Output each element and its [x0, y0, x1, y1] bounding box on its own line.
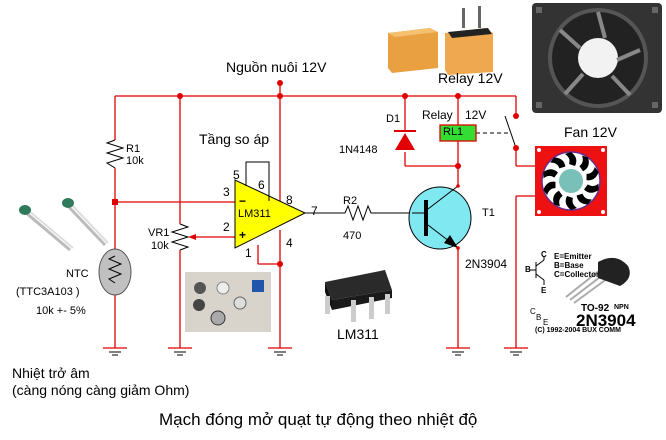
relay-voltage: 12V [465, 108, 487, 122]
symbol-pin-c: C [541, 250, 547, 259]
to92-package [598, 257, 630, 286]
symbol-pin-e: E [541, 286, 547, 295]
r2-value: 470 [343, 230, 362, 242]
comparator-stage-label: Tầng so áp [199, 131, 270, 147]
diagram-title: Mạch đóng mở quạt tự động theo nhiệt độ [159, 410, 478, 429]
r1-value: 10k [126, 155, 144, 167]
thermistor-note-line2: (càng nóng càng giảm Ohm) [12, 382, 190, 398]
inverting-input-sign: − [239, 194, 247, 208]
junction-dot [277, 261, 283, 267]
vr1-name: VR1 [148, 227, 170, 239]
ntc-part: (TTC3A103 ) [16, 286, 80, 298]
lead-pin-c: C [530, 307, 536, 316]
power-input-dot [277, 80, 283, 86]
pin-4-label: 4 [286, 236, 293, 250]
fan-photo-caption: Fan 12V [564, 124, 617, 140]
junction-dot [455, 93, 461, 99]
pin-3-label: 3 [223, 185, 230, 199]
legend-collector: C=Collector [554, 270, 600, 279]
lm311-opamp [234, 179, 307, 249]
rl1-name: RL1 [443, 126, 464, 138]
lead-pin-e: E [543, 318, 549, 327]
relay-photo [388, 6, 493, 75]
junction-dot [177, 93, 183, 99]
copyright-label: (C) 1992-2004 BUX COMM [535, 327, 621, 334]
r1-name: R1 [126, 143, 141, 155]
ntc-name: NTC [66, 268, 89, 280]
fan-symbol [535, 146, 607, 216]
pin-5-label: 5 [233, 168, 240, 182]
t1-name: T1 [482, 207, 495, 219]
package-label: TO-92 [581, 303, 610, 314]
switch-contact-dot [513, 113, 519, 119]
pin-1-label: 1 [245, 246, 252, 260]
junction-dot [455, 163, 461, 169]
t1-collector [427, 185, 459, 210]
vr1-value: 10k [151, 240, 169, 252]
junction-dot [402, 93, 408, 99]
r1-resistor [105, 139, 125, 169]
pin5-6-link [245, 161, 270, 201]
rl1-relay-coil [439, 124, 477, 142]
pin-2-label: 2 [223, 220, 230, 234]
pin-6-label: 6 [258, 178, 265, 192]
d1-diode [395, 133, 415, 150]
pin-8-label: 8 [286, 193, 293, 207]
lead-pin-b: B [536, 313, 542, 322]
legend-emitter: E=Emitter [554, 252, 592, 261]
fan-photo [532, 3, 662, 113]
thermistor-photo [19, 198, 109, 252]
vr1-wiper-arrow [188, 234, 196, 240]
r2-resistor [344, 204, 385, 222]
ntc-zigzag [107, 255, 123, 284]
relay-switch-contact [504, 115, 517, 149]
lm311-chip-photo [325, 270, 392, 322]
lm311-photo-caption: LM311 [337, 326, 379, 342]
switch-contact-dot [513, 145, 519, 151]
junction-dot [277, 93, 283, 99]
trimmer-pots-photo [185, 272, 271, 332]
t1-transistor [408, 186, 472, 250]
power-label: Nguồn nuôi 12V [226, 59, 327, 75]
opamp-name: LM311 [238, 208, 271, 220]
npn-label: NPN [614, 304, 629, 311]
d1-name: D1 [386, 113, 401, 125]
symbol-pin-b: B [525, 265, 531, 274]
relay-photo-caption: Relay 12V [438, 70, 503, 86]
ntc-tolerance: 10k +- 5% [36, 305, 86, 317]
vr1-potentiometer [170, 223, 190, 251]
r2-name: R2 [343, 195, 358, 207]
part-number-label: 2N3904 [576, 311, 636, 330]
relay-label: Relay [422, 108, 453, 122]
pin-7-label: 7 [311, 204, 318, 218]
noninverting-input-sign: + [239, 228, 247, 242]
legend-base: B=Base [554, 261, 584, 270]
junction-dot [112, 199, 118, 205]
t1-value: 2N3904 [465, 257, 508, 271]
transistor-card-drawing [530, 256, 609, 304]
t1-emitter-arrow [444, 235, 458, 248]
d1-value: 1N4148 [339, 144, 378, 156]
thermistor-note-line1: Nhiệt trở âm [12, 365, 90, 381]
